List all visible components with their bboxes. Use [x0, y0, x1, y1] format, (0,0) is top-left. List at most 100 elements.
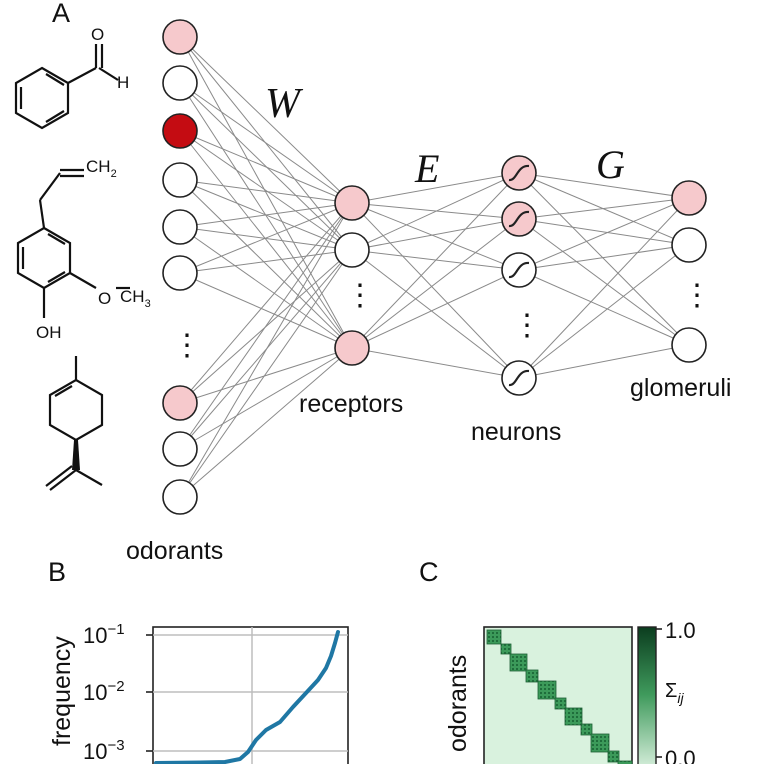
neuron-to-glomerulus-edge: [518, 344, 690, 379]
receptor-to-neuron-edge: [351, 347, 520, 379]
odorant-node: [162, 479, 198, 515]
frequency-axis-label: frequency: [48, 636, 76, 746]
correlation-block: [580, 723, 593, 736]
odorant-to-receptor-edge: [179, 130, 353, 349]
odorant-to-receptor-edge: [179, 347, 353, 450]
correlation-block: [554, 697, 567, 710]
odorant-node: [162, 19, 198, 55]
neuron-node: [501, 201, 537, 237]
neurons-layer-label: neurons: [471, 418, 561, 446]
odorant-to-receptor-edge: [179, 226, 353, 349]
odorant-to-receptor-edge: [179, 36, 353, 349]
odorant-node: [162, 113, 198, 149]
colorbar-sigma-label: Σij: [665, 680, 684, 706]
panel-b-label: B: [48, 557, 66, 587]
sigmoid-icon: [508, 261, 530, 279]
odorant-to-receptor-edge: [179, 202, 353, 228]
receptors-layer-label: receptors: [299, 390, 403, 418]
receptor-node: [334, 330, 370, 366]
glomerulus-node: [671, 327, 707, 363]
frequency-plot: frequency 10−1 10−2 10−3: [48, 621, 349, 764]
odorant-node: [162, 255, 198, 291]
colorbar: [637, 626, 657, 764]
network-edges: [179, 36, 690, 498]
colorbar-min-label: 0.0: [665, 746, 696, 764]
panel-c-label: C: [419, 557, 439, 587]
network-nodes: [162, 19, 707, 515]
odorant-to-receptor-edge: [179, 202, 353, 274]
odorant-node: [162, 431, 198, 467]
correlation-block: [500, 643, 512, 655]
aldehyde-oxygen-label: O: [91, 25, 104, 44]
odorants-ellipsis: ⋮: [172, 329, 202, 362]
weight-w-label: W: [265, 81, 304, 127]
odorant-to-receptor-edge: [179, 347, 353, 498]
odorant-to-receptor-edge: [179, 202, 353, 498]
glomerulus-node: [671, 180, 707, 216]
odorant-to-receptor-edge: [179, 179, 353, 204]
receptor-to-neuron-edge: [351, 218, 520, 251]
odorant-node: [162, 209, 198, 245]
correlation-block: [486, 629, 502, 645]
correlation-block: [537, 680, 557, 700]
sigmoid-icon: [508, 210, 530, 228]
correlation-block: [617, 760, 633, 764]
receptor-to-neuron-edge: [351, 269, 520, 349]
odorant-to-receptor-edge: [179, 249, 353, 274]
glomeruli-layer-label: glomeruli: [630, 374, 731, 402]
odorant-to-receptor-edge: [179, 202, 353, 404]
frequency-curve: [154, 630, 340, 764]
neurons-ellipsis: ⋮: [512, 309, 542, 342]
correlation-block: [590, 733, 610, 753]
correlation-block: [509, 653, 528, 672]
correlation-block: [607, 750, 620, 763]
plot-frame: [152, 626, 349, 764]
limonene-molecule: [45, 356, 104, 491]
correlation-block: [525, 669, 539, 683]
colorbar-max-label: 1.0: [665, 618, 696, 643]
correlation-matrix: odorants 1.0 0.0 Σij: [444, 618, 696, 764]
odorant-to-receptor-edge: [179, 272, 353, 349]
odorant-node: [162, 385, 198, 421]
allyl-ch2-label: CH2: [86, 157, 117, 180]
receptor-to-neuron-edge: [351, 249, 520, 379]
neuron-to-glomerulus-edge: [518, 172, 690, 199]
neuron-to-glomerulus-edge: [518, 197, 690, 220]
neuron-to-glomerulus-edge: [518, 244, 690, 271]
ytick-label-2: 10−2: [83, 678, 125, 705]
sigmoid-icon: [508, 369, 530, 387]
weight-e-label: E: [414, 146, 439, 191]
receptor-to-neuron-edge: [351, 172, 520, 349]
neuron-to-glomerulus-edge: [518, 218, 690, 246]
odorant-to-receptor-edge: [179, 249, 353, 498]
sigmoid-icon: [508, 164, 530, 182]
neuron-node: [501, 360, 537, 396]
neuron-to-glomerulus-edge: [518, 197, 690, 379]
neuron-node: [501, 252, 537, 288]
odorants-axis-label: odorants: [444, 655, 472, 752]
odorant-to-receptor-edge: [179, 202, 353, 450]
ytick-label-3: 10−3: [83, 737, 125, 764]
odorant-to-receptor-edge: [179, 130, 353, 251]
receptor-to-neuron-edge: [351, 202, 520, 379]
receptor-node: [334, 185, 370, 221]
odorant-to-receptor-edge: [179, 130, 353, 204]
methoxy-oxygen-label: O: [98, 289, 111, 308]
neuron-to-glomerulus-edge: [518, 218, 690, 346]
odorant-to-receptor-edge: [179, 82, 353, 204]
odorant-node: [162, 162, 198, 198]
neuron-to-glomerulus-edge: [518, 269, 690, 346]
ytick-label-1: 10−1: [83, 621, 125, 648]
neuron-to-glomerulus-edge: [518, 172, 690, 346]
receptor-node: [334, 232, 370, 268]
receptor-to-neuron-edge: [351, 202, 520, 271]
glomerulus-node: [671, 227, 707, 263]
receptor-to-neuron-edge: [351, 218, 520, 349]
glomeruli-ellipsis: ⋮: [682, 279, 712, 312]
receptor-to-neuron-edge: [351, 172, 520, 251]
odorant-to-receptor-edge: [179, 179, 353, 349]
receptors-ellipsis: ⋮: [345, 279, 375, 312]
aldehyde-hydrogen-label: H: [117, 73, 129, 92]
eugenol-molecule: CH2 O CH3 OH: [16, 157, 151, 342]
